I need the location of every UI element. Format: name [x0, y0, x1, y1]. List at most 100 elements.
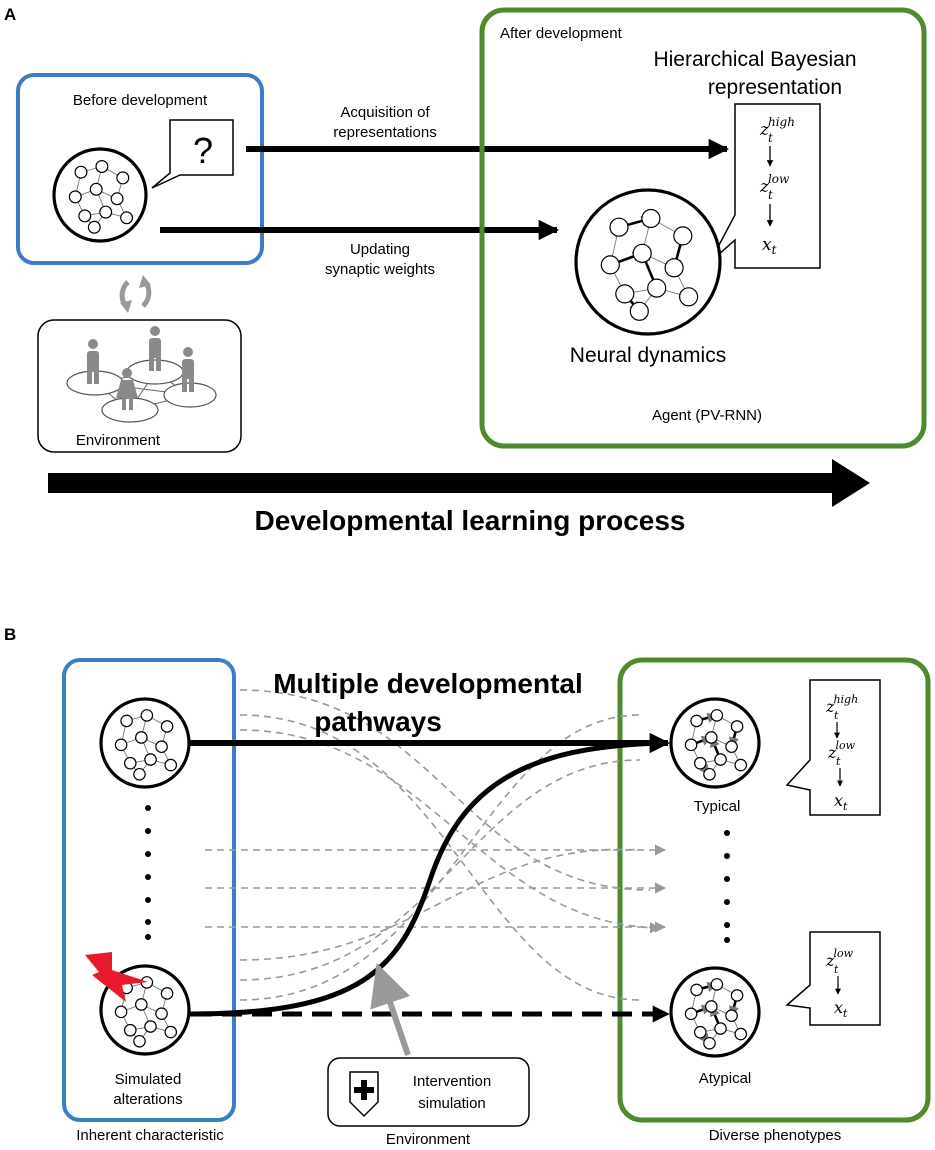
network-node [123, 1023, 137, 1037]
formula-a: zhigh t zlow t xt [759, 115, 795, 257]
simulated-alterations-line2: alterations [113, 1091, 182, 1108]
after-development-label: After development [500, 25, 623, 42]
neural-dynamics-label: Neural dynamics [570, 344, 726, 367]
svg-text:t: t [834, 963, 839, 976]
simulated-alterations-line1: Simulated [115, 1071, 182, 1088]
svg-text:zlow: zlow [827, 739, 856, 762]
network-node [120, 211, 134, 225]
intervention-arrow [370, 963, 411, 1056]
network-node [679, 287, 699, 307]
network-node [690, 983, 703, 997]
network-node [684, 1007, 698, 1021]
formula-atypical: zlow t xt [825, 947, 854, 1020]
network-node [664, 258, 684, 278]
network-node [144, 753, 157, 766]
network-node [705, 731, 718, 744]
formula-bubble-atypical [785, 931, 881, 1026]
lightning-bolt-icon [85, 952, 148, 1002]
network-node [705, 1000, 718, 1013]
network-node [164, 1025, 178, 1039]
network-node [155, 1007, 168, 1020]
network-node [693, 1025, 707, 1039]
network-node [703, 1036, 716, 1050]
pathways-title-line1: Multiple developmental [273, 668, 583, 699]
question-mark: ? [193, 130, 213, 171]
formula-bubble-a [709, 103, 821, 269]
network-node [155, 740, 168, 753]
network-node [89, 182, 103, 196]
formula-a-z-high: zhigh [759, 115, 795, 140]
diverse-phenotypes-label: Diverse phenotypes [709, 1127, 842, 1144]
before-development-label: Before development [73, 92, 208, 109]
network-node [615, 284, 635, 304]
inherent-characteristic-label: Inherent characteristic [76, 1127, 224, 1144]
ellipsis-dots-left [145, 805, 151, 940]
network-node [609, 217, 629, 237]
network-node [734, 1027, 748, 1041]
network-before [52, 147, 148, 243]
network-node [133, 1034, 146, 1048]
network-node [684, 738, 698, 752]
svg-text:xt: xt [834, 791, 848, 813]
phenotypes-box [617, 657, 931, 1123]
network-typical [669, 697, 761, 789]
network-left-bottom [99, 964, 191, 1056]
network-left-top [99, 697, 191, 789]
network-node [140, 709, 154, 722]
svg-text:t: t [768, 188, 773, 202]
timeline-arrow [48, 459, 870, 507]
network-node [160, 720, 174, 733]
network-node [87, 220, 101, 234]
network-node [703, 767, 716, 781]
typical-curved-pathway [189, 740, 669, 1017]
typical-label: Typical [694, 798, 741, 815]
network-node [647, 278, 667, 298]
environment-label-b: Environment [386, 1131, 471, 1148]
formula-a-x: xt [762, 235, 777, 257]
network-after [574, 188, 722, 336]
hbr-title-line1: Hierarchical Bayesian [653, 48, 856, 71]
network-node [629, 301, 649, 321]
svg-text:zlow: zlow [825, 947, 854, 970]
panel-b-label: B [4, 625, 16, 644]
network-node [714, 1022, 727, 1035]
pathways-title-line2: pathways [314, 706, 442, 737]
formula-typical: zhigh t zlow t xt [825, 693, 858, 813]
network-node [133, 767, 146, 781]
network-atypical [669, 966, 761, 1058]
environment-label-a: Environment [76, 432, 161, 449]
svg-text:t: t [836, 755, 841, 768]
network-node [135, 731, 148, 744]
svg-text:zhigh: zhigh [825, 693, 858, 716]
network-node [730, 989, 744, 1002]
network-node [135, 998, 148, 1011]
network-node [114, 738, 128, 752]
network-node [632, 243, 652, 263]
network-node [123, 756, 137, 770]
network-node [110, 192, 124, 206]
network-node [78, 209, 92, 223]
network-node [673, 226, 693, 246]
network-node [734, 758, 748, 772]
after-development-box [479, 7, 927, 449]
network-node [600, 255, 620, 275]
svg-text:xt: xt [834, 998, 848, 1020]
environment-box-a [37, 319, 242, 453]
network-node [144, 1020, 157, 1033]
network-node [725, 1009, 738, 1022]
hbr-title-line2: representation [708, 76, 842, 99]
network-node [690, 714, 703, 728]
panel-a-label: A [4, 5, 16, 24]
network-node [710, 709, 724, 722]
network-node [730, 720, 744, 733]
updating-label-line2: synaptic weights [325, 261, 435, 278]
network-node [74, 165, 88, 179]
network-node [68, 190, 82, 204]
network-node [116, 171, 130, 185]
network-node [641, 208, 661, 229]
network-node [710, 978, 724, 991]
svg-text:t: t [834, 709, 839, 722]
network-node [725, 740, 738, 753]
network-node [95, 160, 109, 173]
